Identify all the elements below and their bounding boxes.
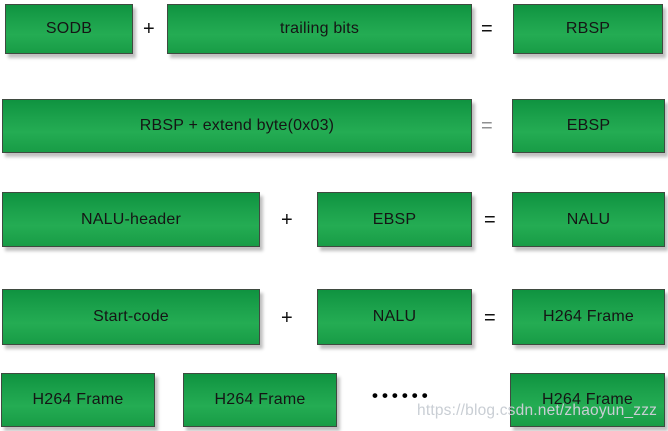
equals-operator-row3: = [484,209,496,231]
box-ebsp: EBSP [512,99,665,153]
box-sodb: SODB [5,4,133,54]
box-nalu-header: NALU-header [2,192,260,247]
box-h264-frame-1: H264 Frame [1,373,155,427]
plus-operator-row3: + [281,209,293,231]
plus-operator-row4: + [281,307,293,329]
box-h264-frame-2: H264 Frame [183,373,337,427]
box-h264-frame-row4: H264 Frame [512,289,665,345]
box-start-code: Start-code [2,289,260,345]
watermark: https://blog.csdn.net/zhaoyun_zzz [417,402,658,419]
box-nalu-row4: NALU [317,289,472,345]
equals-operator-row2: = [481,115,493,137]
box-trailing-bits: trailing bits [167,4,472,54]
plus-operator-row1: + [143,18,155,40]
equals-operator-row1: = [481,18,493,40]
box-ebsp-row3: EBSP [317,192,472,247]
box-rbsp-extend-byte: RBSP + extend byte(0x03) [2,99,472,153]
equals-operator-row4: = [484,307,496,329]
box-rbsp: RBSP [513,4,663,54]
box-h264-frame-3: H264 Frame [510,373,665,427]
ellipsis-dots: •••••• [372,386,432,405]
box-nalu: NALU [512,192,665,247]
